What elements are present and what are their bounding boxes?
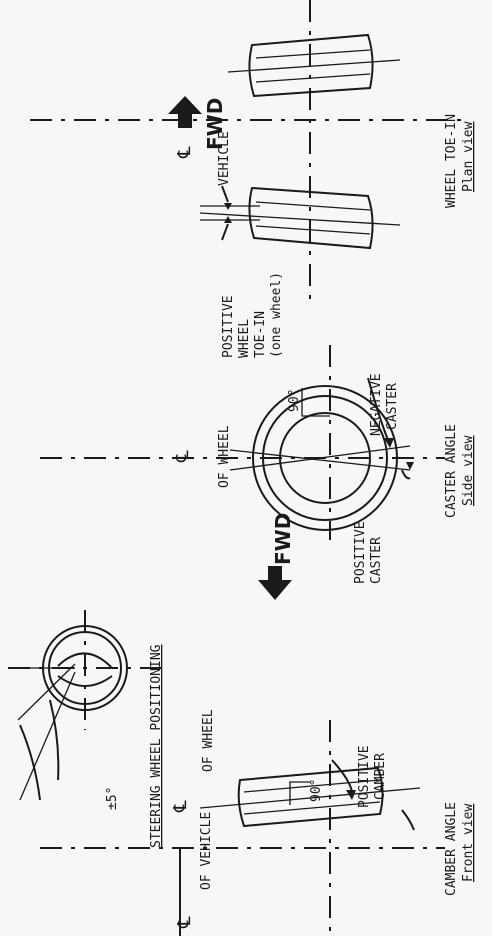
- toe-in-section: FWD ℄ VEHICLE POSITIVE WHEEL TOE-IN (one…: [30, 0, 476, 358]
- camber-of-vehicle-label: OF VEHICLE: [199, 812, 214, 890]
- cl-symbol-camber-wheel: ℄: [170, 800, 191, 813]
- positive-camber-line-2: CAMBER: [373, 753, 388, 800]
- cl-symbol-camber-vehicle: ℄: [174, 916, 195, 929]
- toe-tire-left: [199, 186, 401, 250]
- fwd-arrow-down-icon: [258, 566, 292, 600]
- positive-caster-line-1: POSITIVE: [353, 521, 368, 584]
- positive-toe-line-3: TOE-IN: [253, 311, 268, 358]
- caster-of-wheel-label: OF WHEEL: [217, 425, 232, 488]
- fwd-label-top: FWD: [203, 98, 227, 150]
- toe-tire-right: [227, 33, 401, 98]
- toe-arrow-lower: [221, 223, 229, 241]
- positive-caster-line-2: CASTER: [369, 537, 384, 584]
- camber-angle-title: CAMBER ANGLE: [444, 802, 459, 896]
- positive-toe-line-1: POSITIVE: [221, 295, 236, 358]
- camber-tire: [199, 766, 421, 828]
- fwd-label-mid: FWD: [271, 513, 295, 565]
- steering-wheel-section: ±5° STEERING WHEEL POSITIONING: [8, 610, 165, 848]
- wheel-toe-in-subtitle: Plan view: [461, 121, 476, 192]
- camber-angle-subtitle: Front view: [461, 804, 476, 882]
- camber-section: 90° POSITIVE CAMBER ℄ OF VEHICLE ℄ OF WH…: [40, 709, 476, 936]
- toe-arrow-upper: [221, 185, 229, 203]
- caster-tire-outer: [252, 385, 398, 531]
- positive-caster-axis: [229, 449, 411, 471]
- caster-angle-subtitle: Side view: [461, 435, 476, 506]
- positive-camber-line-1: POSITIVE: [357, 745, 372, 808]
- cl-symbol-caster: ℄: [172, 450, 193, 463]
- negative-caster-line-1: NEGATIVE: [369, 373, 384, 436]
- steering-wheel-positioning-label: STEERING WHEEL POSITIONING: [149, 644, 164, 848]
- caster-section: 90° NEGATIVE CASTER POSITIVE CASTER ℄ OF…: [40, 345, 476, 600]
- wheel-toe-in-title: WHEEL TOE-IN: [444, 114, 459, 208]
- fwd-arrow-icon: [168, 96, 202, 128]
- caster-rim: [279, 412, 371, 504]
- plus-minus-5-label: ±5°: [105, 787, 120, 810]
- negative-caster-axis: [229, 445, 411, 471]
- camber-90-label: 90°: [309, 779, 324, 802]
- cl-symbol-vehicle-top: ℄: [174, 146, 195, 159]
- positive-toe-line-4: (one wheel): [269, 272, 284, 358]
- caster-90-label: 90°: [287, 389, 302, 412]
- caster-angle-title: CASTER ANGLE: [444, 424, 459, 518]
- vehicle-label: VEHICLE: [217, 131, 232, 186]
- negative-caster-line-2: CASTER: [385, 383, 400, 430]
- camber-of-wheel-label: OF WHEEL: [201, 709, 216, 772]
- caster-tire-inner: [262, 395, 388, 521]
- positive-toe-line-2: WHEEL: [237, 319, 252, 358]
